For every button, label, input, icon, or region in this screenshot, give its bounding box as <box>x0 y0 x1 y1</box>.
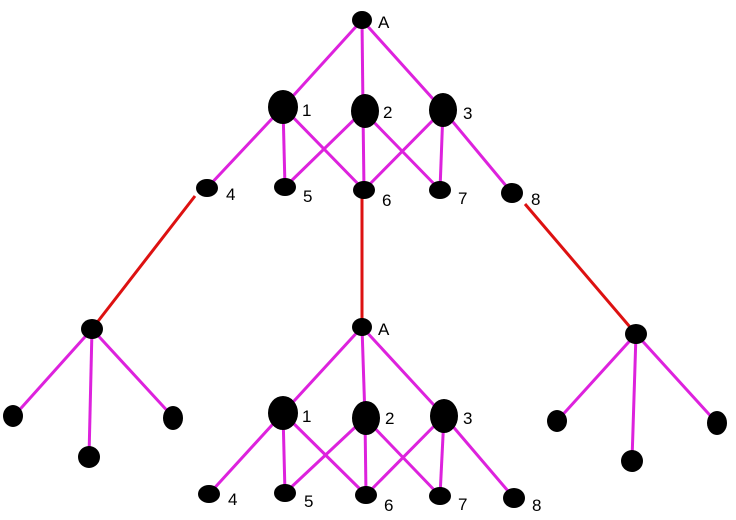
top-node-7 <box>429 181 451 199</box>
top-label-3: 3 <box>463 104 472 123</box>
top-label-5: 5 <box>303 187 312 206</box>
right-subtree-edges <box>555 332 719 462</box>
top-root-label: A <box>378 13 390 32</box>
bottom-node-7 <box>429 487 451 505</box>
bottom-label-8: 8 <box>532 496 541 515</box>
edge-A-1 <box>281 18 364 109</box>
top-node-6 <box>353 181 375 199</box>
left-leaf-3 <box>163 406 183 430</box>
connector-edges <box>90 195 638 335</box>
bottom-label-5: 5 <box>304 492 313 511</box>
top-node-4 <box>196 179 218 197</box>
bottom-label-3: 3 <box>463 409 472 428</box>
left-edge-3 <box>90 327 175 419</box>
top-node-8 <box>501 183 523 203</box>
top-node-3 <box>429 93 457 127</box>
bottom-node-5 <box>274 484 296 502</box>
right-edge-2 <box>630 333 638 462</box>
bottom-tree-edges <box>207 325 516 499</box>
bottom-label-2: 2 <box>385 409 394 428</box>
top-label-8: 8 <box>531 190 540 209</box>
top-root-node <box>352 11 372 29</box>
bottom-label-6: 6 <box>384 496 393 515</box>
connector-8-right-subtree <box>523 203 638 335</box>
right-subtree-root <box>625 324 647 344</box>
edge-A-3 <box>360 18 445 112</box>
right-leaf-1 <box>547 410 567 432</box>
right-edge-1 <box>555 332 638 423</box>
left-leaf-1 <box>3 405 23 427</box>
left-subtree-edges <box>12 327 175 458</box>
top-node-5 <box>274 178 296 196</box>
bottom-tree-labels: A 1 2 3 4 5 6 7 8 <box>228 320 541 515</box>
bottom-node-2 <box>352 401 380 435</box>
bottom-root-label: A <box>378 320 390 339</box>
b-edge-3-8 <box>442 415 516 499</box>
b-edge-A-1 <box>281 325 364 415</box>
bottom-node-1 <box>268 396 298 430</box>
bottom-label-1: 1 <box>302 407 311 426</box>
top-label-4: 4 <box>226 185 235 204</box>
b-edge-A-3 <box>360 325 446 418</box>
edge-2-5 <box>283 109 365 189</box>
top-node-2 <box>351 94 379 128</box>
top-label-6: 6 <box>382 191 391 210</box>
left-subtree-root <box>81 319 103 339</box>
b-edge-2-5 <box>283 416 367 495</box>
left-edge-2 <box>87 328 94 458</box>
bottom-node-8 <box>503 488 525 508</box>
top-node-1 <box>268 90 298 124</box>
edge-3-6 <box>362 108 445 192</box>
bottom-node-3 <box>430 399 458 433</box>
edge-1-4 <box>205 105 285 190</box>
left-leaf-2 <box>78 446 100 468</box>
bottom-label-7: 7 <box>458 495 467 514</box>
right-leaf-3 <box>707 411 727 435</box>
top-tree-labels: A 1 2 3 4 5 6 7 8 <box>226 13 540 210</box>
top-tree-nodes <box>196 11 523 203</box>
bottom-root-node <box>352 318 372 336</box>
bottom-node-6 <box>355 486 377 504</box>
bottom-label-4: 4 <box>228 490 237 509</box>
top-label-7: 7 <box>458 189 467 208</box>
right-edge-3 <box>634 332 719 425</box>
bottom-node-4 <box>198 485 220 503</box>
right-leaf-2 <box>621 450 643 472</box>
side-subtree-nodes <box>3 319 727 472</box>
left-edge-1 <box>12 327 94 418</box>
top-label-2: 2 <box>383 103 392 122</box>
edge-3-8 <box>441 109 514 194</box>
connector-4-left-subtree <box>90 195 197 330</box>
b-edge-1-4 <box>207 411 285 496</box>
b-edge-3-6 <box>364 414 446 497</box>
top-label-1: 1 <box>302 101 311 120</box>
bottom-tree-nodes <box>198 318 525 508</box>
